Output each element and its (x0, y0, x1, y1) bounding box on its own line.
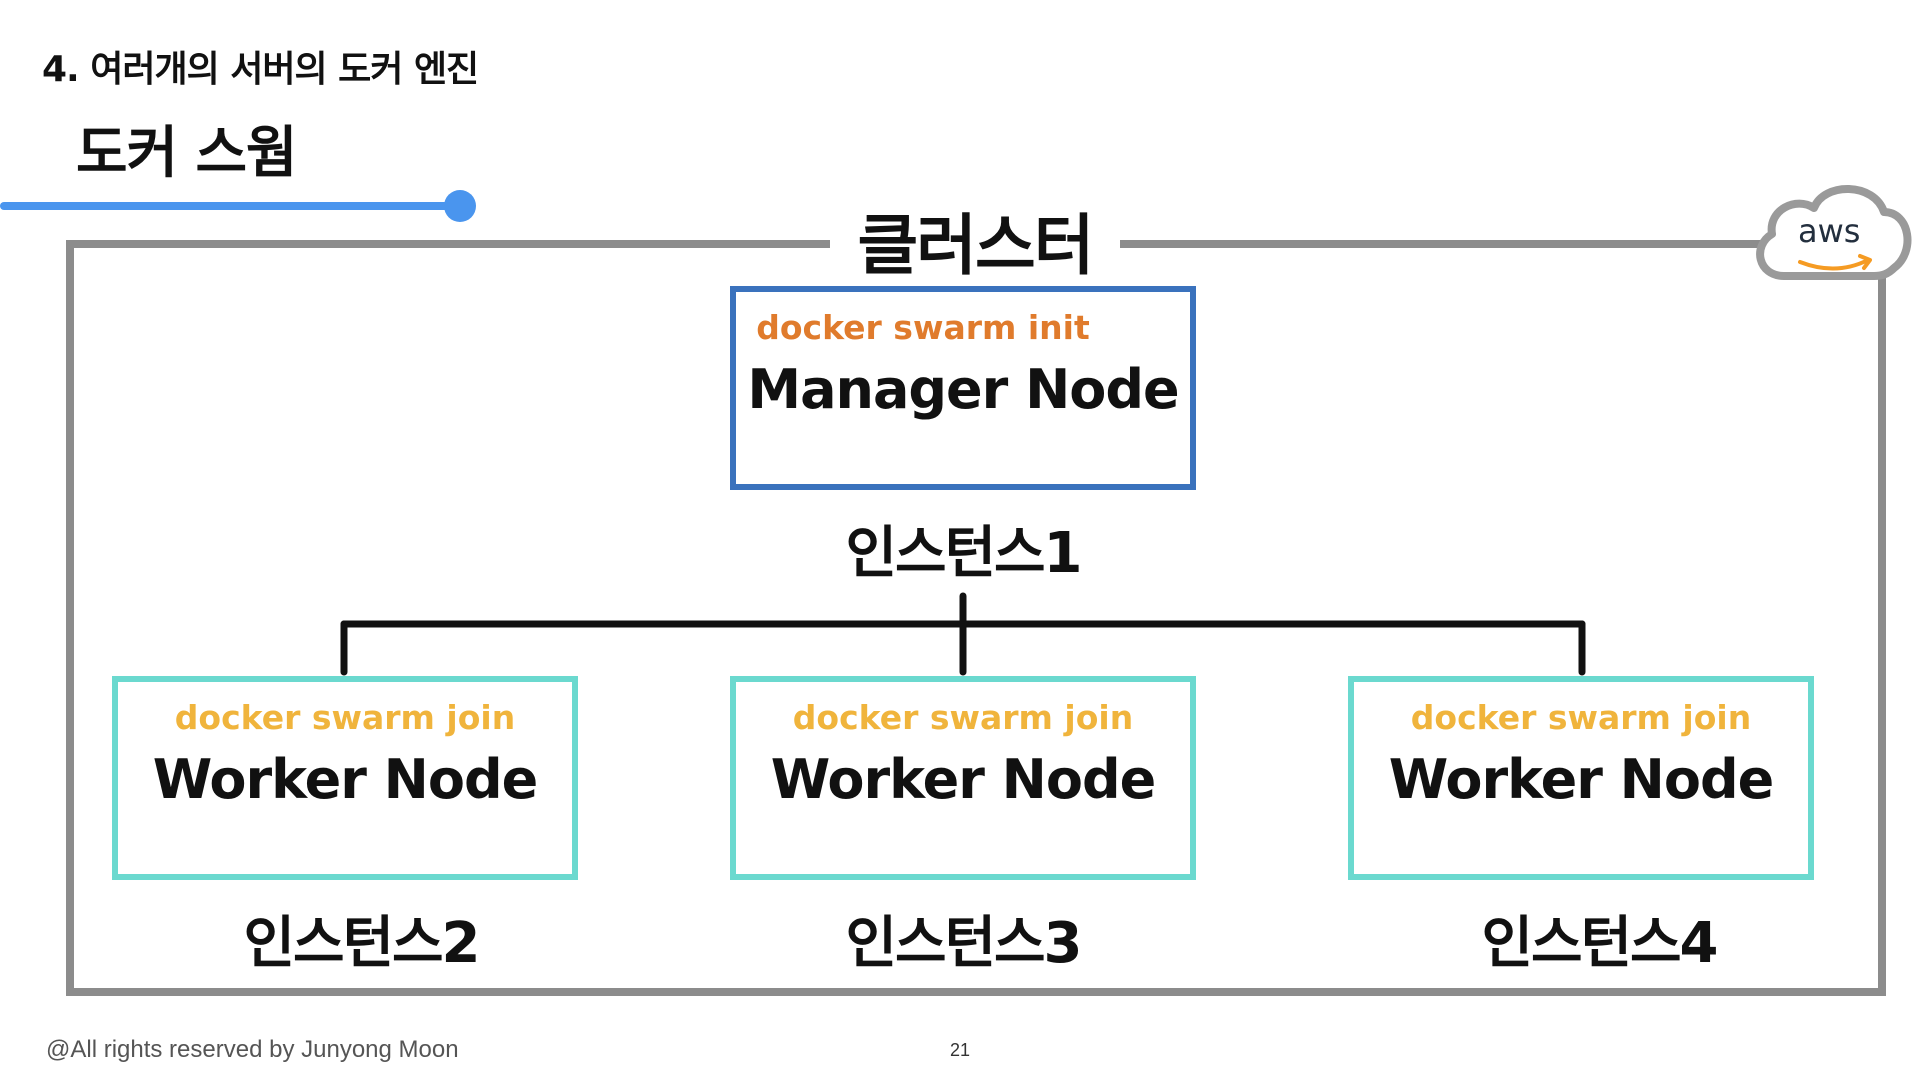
worker-command: docker swarm join (174, 698, 516, 737)
slide-title: 도커 스웜 (76, 121, 298, 186)
cluster-label: 클러스터 (830, 192, 1120, 288)
worker-node-name: Worker Node (1388, 748, 1774, 811)
worker-node-name: Worker Node (152, 748, 538, 811)
page-number: 21 (949, 1040, 971, 1060)
manager-node-box: docker swarm init Manager Node (730, 286, 1196, 490)
worker-node-box: docker swarm join Worker Node (730, 676, 1196, 880)
worker-node-box: docker swarm join Worker Node (1348, 676, 1814, 880)
manager-node-name: Manager Node (747, 358, 1179, 421)
worker-command: docker swarm join (792, 698, 1134, 737)
manager-instance-label: 인스턴스1 (845, 521, 1082, 586)
worker-instance-label: 인스턴스3 (845, 911, 1082, 976)
title-accent-line (0, 202, 460, 210)
connector-lines (340, 592, 1586, 676)
worker-instance-label: 인스턴스2 (243, 911, 480, 976)
section-title: 4. 여러개의 서버의 도커 엔진 (42, 49, 479, 90)
manager-command: docker swarm init (756, 308, 1090, 347)
aws-cloud-icon (1756, 185, 1912, 280)
copyright-footer: @All rights reserved by Junyong Moon (46, 1036, 459, 1063)
worker-node-box: docker swarm join Worker Node (112, 676, 578, 880)
title-accent-dot (444, 190, 476, 222)
worker-command: docker swarm join (1410, 698, 1752, 737)
aws-label: aws (1798, 212, 1861, 250)
worker-instance-label: 인스턴스4 (1481, 911, 1718, 976)
worker-node-name: Worker Node (770, 748, 1156, 811)
